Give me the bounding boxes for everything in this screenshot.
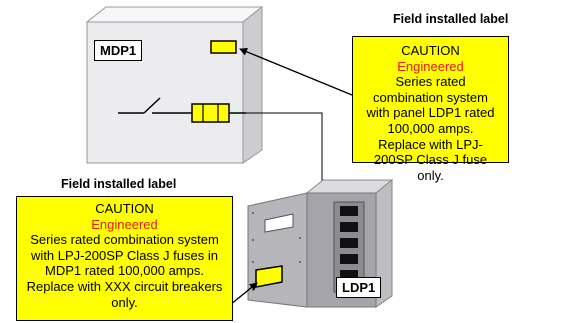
- feeder-conductor: [246, 112, 323, 185]
- ldp1-enclosure: [305, 178, 394, 308]
- mdp1-tag: MDP1: [94, 40, 143, 61]
- caution-title: CAUTION: [401, 43, 460, 58]
- caution-body: Series rated combination system with pan…: [366, 74, 495, 183]
- engineered-text: Engineered: [91, 216, 158, 232]
- fuse-symbol: [191, 103, 246, 123]
- switch-symbol: [118, 97, 192, 114]
- mdp1-enclosure: [85, 5, 264, 164]
- ldp1-door: [247, 192, 308, 308]
- circuit-breakers: [340, 206, 358, 280]
- ldp1-tag: LDP1: [336, 277, 382, 298]
- ldp1-label-heading: Field installed label: [61, 177, 177, 191]
- arrow-to-mdp1-label: [239, 47, 353, 96]
- ldp1-caution-label: CAUTION Engineered Series rated combinat…: [16, 196, 233, 321]
- caution-body: Series rated combination system with LPJ…: [26, 232, 223, 310]
- mdp1-label-heading: Field installed label: [393, 12, 509, 26]
- mdp1-caution-label: CAUTION Engineered Series rated combinat…: [352, 36, 509, 183]
- arrow-to-ldp1-label: [229, 282, 258, 306]
- caution-title: CAUTION: [95, 201, 154, 216]
- engineered-text: Engineered: [397, 58, 464, 74]
- mdp1-label-indicator: [210, 40, 237, 54]
